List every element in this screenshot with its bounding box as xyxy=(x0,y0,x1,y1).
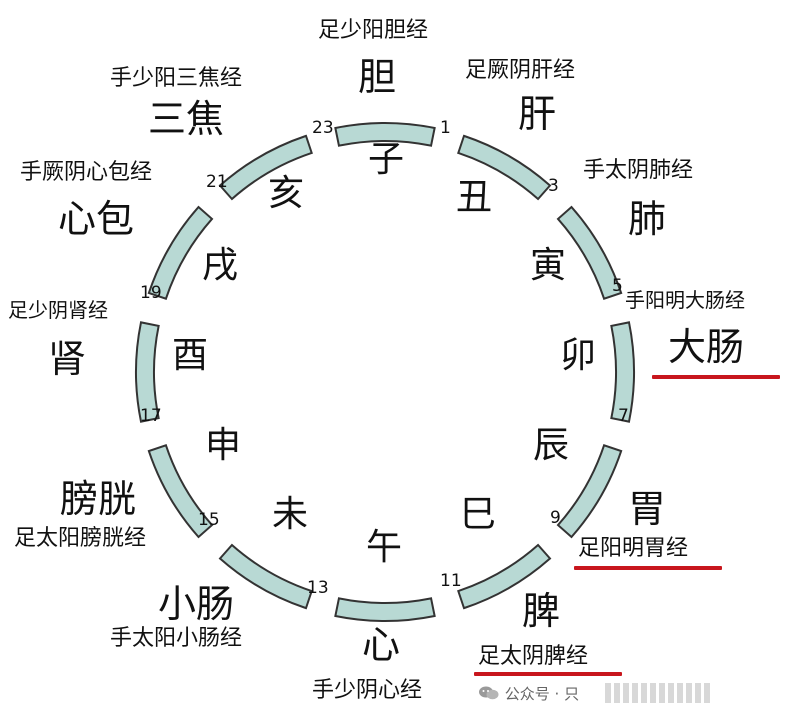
meridian-label-spleen: 足太阴脾经 xyxy=(478,644,589,669)
branch-label-chou: 丑 xyxy=(456,177,493,218)
clock-ring-segments xyxy=(135,122,635,622)
organ-label-heart: 心 xyxy=(362,623,401,667)
watermark-text: 公众号 · 只 xyxy=(504,685,580,703)
meridian-label-liver: 足厥阴肝经 xyxy=(465,58,576,83)
hour-label-11: 11 xyxy=(440,571,462,591)
hour-label-19: 19 xyxy=(140,283,162,303)
meridian-label-gallbladder: 足少阳胆经 xyxy=(318,18,429,43)
watermark: 公众号 · 只 xyxy=(478,683,579,705)
branch-label-wei: 未 xyxy=(272,494,309,535)
ring-segment-wei xyxy=(218,543,313,610)
branch-label-zi: 子 xyxy=(368,139,405,180)
organ-label-kidney: 肾 xyxy=(48,337,87,381)
organ-label-spleen: 脾 xyxy=(522,589,561,633)
hour-label-3: 3 xyxy=(548,176,559,196)
ring-segment-wu xyxy=(334,597,436,622)
branch-label-mao: 卯 xyxy=(560,335,597,376)
ring-segment-zi xyxy=(334,122,436,147)
hour-label-5: 5 xyxy=(612,276,623,296)
ring-segment-hai xyxy=(218,134,313,201)
organ-label-bladder: 膀胱 xyxy=(60,477,137,521)
meridian-label-bladder: 足太阳膀胱经 xyxy=(14,526,147,551)
underline-stomach-meridian xyxy=(574,566,722,570)
organ-label-large-intestine: 大肠 xyxy=(668,325,745,369)
ring-segment-yin xyxy=(556,205,623,300)
branch-label-shen: 申 xyxy=(205,425,242,466)
organ-label-lung: 肺 xyxy=(628,197,667,241)
meridian-label-heart: 手少阴心经 xyxy=(312,678,423,703)
organ-label-gallbladder: 胆 xyxy=(358,55,397,99)
organ-label-triple-burner: 三焦 xyxy=(148,97,225,141)
ring-segment-shen xyxy=(147,444,214,539)
branch-label-yin: 寅 xyxy=(530,245,567,286)
meridian-label-large-intestine: 手阳明大肠经 xyxy=(625,288,745,312)
meridian-label-triple-burner: 手少阳三焦经 xyxy=(110,66,243,91)
ring-segment-xu xyxy=(147,205,214,300)
hour-label-21: 21 xyxy=(206,172,228,192)
branch-label-hai: 亥 xyxy=(268,173,305,214)
meridian-label-small-intestine: 手太阳小肠经 xyxy=(110,626,243,651)
meridian-label-kidney: 足少阴肾经 xyxy=(8,298,108,322)
hour-label-1: 1 xyxy=(440,118,451,138)
hour-label-15: 15 xyxy=(198,510,220,530)
watermark-blur-bar xyxy=(605,683,725,703)
hour-label-7: 7 xyxy=(618,406,629,426)
organ-label-stomach: 胃 xyxy=(628,487,667,531)
organ-label-liver: 肝 xyxy=(518,92,557,136)
ring-segment-chou xyxy=(457,134,552,201)
ring-segment-chen xyxy=(556,444,623,539)
branch-label-xu: 戌 xyxy=(202,245,239,286)
meridian-label-pericardium: 手厥阴心包经 xyxy=(20,160,153,185)
meridian-label-lung: 手太阴肺经 xyxy=(583,158,694,183)
hour-label-9: 9 xyxy=(550,508,561,528)
branch-label-wu: 午 xyxy=(366,527,403,568)
organ-label-pericardium: 心包 xyxy=(58,197,135,241)
branch-label-you: 酉 xyxy=(172,335,209,376)
branch-label-chen: 辰 xyxy=(533,425,570,466)
underline-spleen-meridian xyxy=(474,672,622,676)
hour-label-23: 23 xyxy=(312,118,334,138)
branch-label-si: 巳 xyxy=(460,494,497,535)
wechat-public-account-icon xyxy=(478,685,500,705)
meridian-label-stomach: 足阳明胃经 xyxy=(578,536,689,561)
hour-label-17: 17 xyxy=(140,406,162,426)
ring-segment-you xyxy=(135,321,160,423)
ring-segment-mao xyxy=(610,321,635,423)
underline-large-intestine xyxy=(652,375,780,379)
hour-label-13: 13 xyxy=(307,578,329,598)
ring-segment-si xyxy=(457,543,552,610)
organ-label-small-intestine: 小肠 xyxy=(158,582,235,626)
